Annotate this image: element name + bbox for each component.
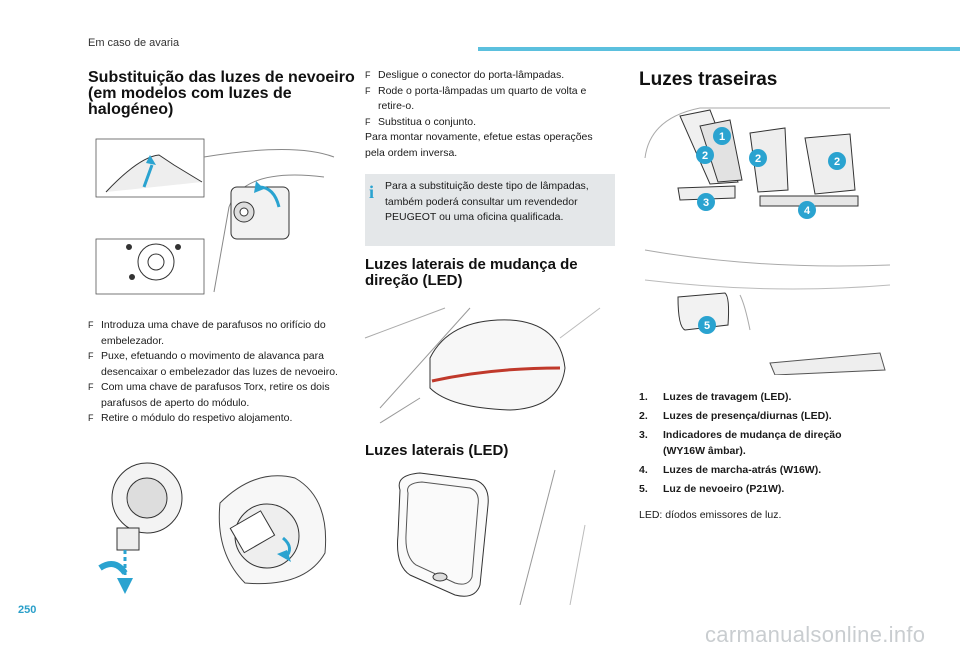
led-footnote: LED: díodos emissores de luz. <box>639 509 782 521</box>
bullet-icon: F <box>365 85 371 96</box>
rear-lights-heading: Luzes traseiras <box>639 69 778 90</box>
bullet-icon: F <box>88 382 94 392</box>
mirror-turn-signal-illustration <box>364 307 601 424</box>
info-icon: i <box>369 182 375 202</box>
list-item: 4.Luzes de marcha-atrás (W16W). <box>639 464 822 476</box>
bullet-icon: F <box>365 116 371 127</box>
callout-3-label: 3 <box>703 197 709 209</box>
watermark: carmanualsonline.info <box>705 622 926 647</box>
callout-2b-label: 2 <box>755 153 761 165</box>
fog-lamp-module-illustration <box>98 462 327 594</box>
reassembly-note: Para montar novamente, efetue estas oper… <box>365 131 593 159</box>
callout-2c-label: 2 <box>834 156 840 168</box>
turn-signal-heading: Luzes laterais de mudança de direção (LE… <box>365 257 578 289</box>
callout-4-label: 4 <box>804 205 811 217</box>
rear-bumper-illustration: 5 <box>644 249 891 375</box>
list-item: 1.Luzes de travagem (LED). <box>639 391 792 403</box>
fog-lamp-trim-illustration <box>95 138 335 295</box>
bullet-icon: F <box>365 70 371 80</box>
fog-lamp-heading-line: (em modelos com luzes de <box>88 85 292 102</box>
rear-lights-legend: 1.Luzes de travagem (LED). 2.Luzes de pr… <box>639 389 879 500</box>
callout-2a-label: 2 <box>702 150 708 162</box>
callout-4 <box>798 201 816 219</box>
fog-lamp-heading-line: Substituição das luzes de nevoeiro <box>88 69 355 86</box>
callout-2a <box>696 146 714 164</box>
list-item: 3.Indicadores de mudança de direção (WY1… <box>639 429 842 457</box>
callout-2b <box>749 149 767 167</box>
bullet-icon: F <box>88 320 94 330</box>
callout-3 <box>697 193 715 211</box>
rear-lights-illustration: 1 2 2 2 3 4 <box>644 107 890 219</box>
callout-5-label: 5 <box>704 320 710 332</box>
turn-signal-heading-line: Luzes laterais de mudança de <box>365 256 578 273</box>
side-light-illustration <box>397 469 586 605</box>
info-box-text: Para a substituição deste tipo de lâmpad… <box>385 180 589 223</box>
section-title: Em caso de avaria <box>88 37 180 49</box>
turn-signal-heading-line: direção (LED) <box>365 272 463 289</box>
callout-1 <box>713 127 731 145</box>
list-item: 5.Luz de nevoeiro (P21W). <box>639 483 785 495</box>
fog-lamp-heading: Substituição das luzes de nevoeiro (em m… <box>88 70 355 118</box>
info-box: i Para a substituição deste tipo de lâmp… <box>365 174 615 246</box>
header-accent-bar <box>478 47 960 51</box>
callout-1-label: 1 <box>719 131 725 143</box>
side-lights-heading: Luzes laterais (LED) <box>365 442 509 459</box>
bullet-icon: F <box>88 413 94 423</box>
fog-lamp-heading-line: halogéneo) <box>88 101 174 118</box>
page-number: 250 <box>18 604 37 616</box>
bullet-icon: F <box>88 351 94 361</box>
callout-5 <box>698 316 716 334</box>
callout-2c <box>828 152 846 170</box>
list-item: 2.Luzes de presença/diurnas (LED). <box>639 410 832 422</box>
